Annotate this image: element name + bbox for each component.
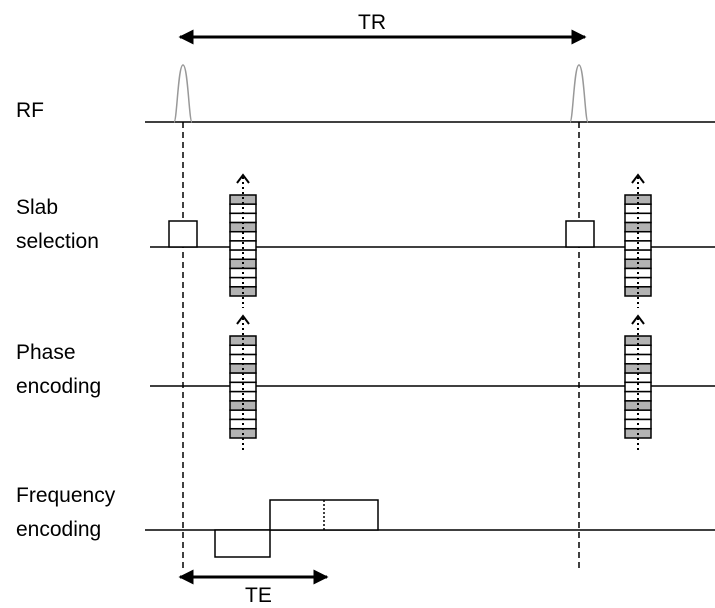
- readout-prephaser-lobe: [214, 529, 271, 558]
- slab-label-line1: Slab: [16, 196, 59, 219]
- rf-pulse-1: [173, 64, 193, 123]
- slab-phase-table-2: [624, 173, 652, 308]
- slab-phase-table-1: [229, 173, 257, 308]
- rf-label: RF: [16, 99, 44, 122]
- gradient-arrowhead: [631, 173, 645, 184]
- slab-pulse-2: [565, 220, 595, 248]
- gradient-arrowhead: [236, 173, 250, 184]
- phase-label-line2: encoding: [16, 375, 102, 398]
- slab-pulse-1: [168, 220, 198, 248]
- phase-table-1: [229, 314, 257, 450]
- te-label: TE: [245, 584, 272, 607]
- frequency-label-line2: encoding: [16, 518, 102, 541]
- slab-label-line2: selection: [16, 230, 99, 253]
- tr-label: TR: [358, 11, 386, 34]
- rf-pulse-2: [569, 64, 589, 123]
- gradient-step: [624, 286, 652, 297]
- phase-label-line1: Phase: [16, 341, 76, 364]
- gradient-arrowhead: [631, 314, 645, 325]
- gradient-arrowhead: [236, 314, 250, 325]
- frequency-label-line1: Frequency: [16, 484, 116, 507]
- gradient-step: [229, 286, 257, 297]
- phase-table-2: [624, 314, 652, 450]
